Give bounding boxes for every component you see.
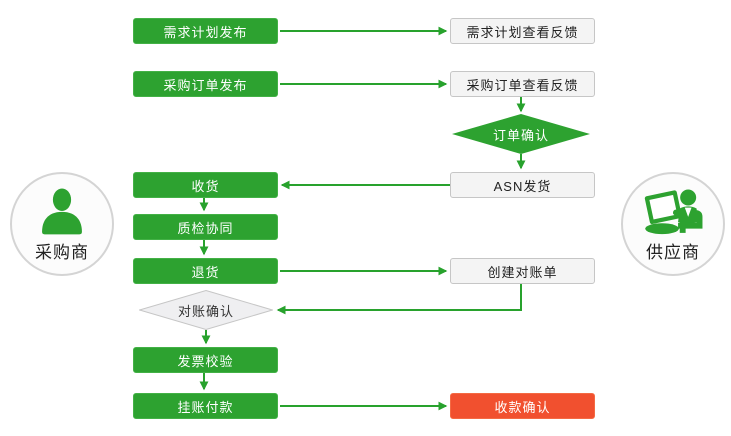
- node-label: 需求计划发布: [163, 24, 248, 40]
- node-receive-goods: 收货: [133, 172, 278, 198]
- node-invoice-verify: 发票校验: [133, 347, 278, 373]
- node-label: 发票校验: [177, 353, 234, 369]
- node-label: 订单确认: [492, 127, 549, 143]
- node-create-statement: 创建对账单: [450, 258, 595, 284]
- node-label: 退货: [191, 264, 220, 280]
- buyer-label: 采购商: [35, 243, 89, 262]
- node-quality-collab: 质检协同: [133, 214, 278, 240]
- diamond-shape: [452, 114, 590, 154]
- buyer-circle: 采购商: [10, 172, 114, 276]
- node-po-publish: 采购订单发布: [133, 71, 278, 97]
- node-demand-plan-publish: 需求计划发布: [133, 18, 278, 44]
- node-order-confirm: 订单确认: [452, 114, 590, 154]
- person-icon: [42, 188, 82, 235]
- node-label: 采购订单发布: [163, 77, 248, 93]
- node-label: 挂账付款: [177, 399, 234, 415]
- person-computer-icon: [644, 189, 703, 235]
- node-label: 收款确认: [494, 399, 551, 415]
- node-return-goods: 退货: [133, 258, 278, 284]
- diamond-shape: [139, 290, 273, 330]
- node-label: 对账确认: [177, 303, 234, 319]
- supplier-label: 供应商: [646, 243, 700, 262]
- node-asn-ship: ASN发货: [450, 172, 595, 198]
- node-receipt-confirm: 收款确认: [450, 393, 595, 419]
- node-label: 创建对账单: [487, 264, 558, 280]
- node-po-feedback: 采购订单查看反馈: [450, 71, 595, 97]
- node-label: ASN发货: [493, 178, 552, 194]
- node-account-payment: 挂账付款: [133, 393, 278, 419]
- node-label: 需求计划查看反馈: [466, 24, 579, 40]
- edge-create-statement-to-reconcile-confirm: [276, 284, 522, 315]
- node-demand-plan-feedback: 需求计划查看反馈: [450, 18, 595, 44]
- node-reconcile-confirm: 对账确认: [139, 290, 273, 330]
- node-label: 收货: [191, 178, 220, 194]
- supplier-circle: 供应商: [621, 172, 725, 276]
- node-label: 质检协同: [177, 220, 234, 236]
- node-label: 采购订单查看反馈: [466, 77, 579, 93]
